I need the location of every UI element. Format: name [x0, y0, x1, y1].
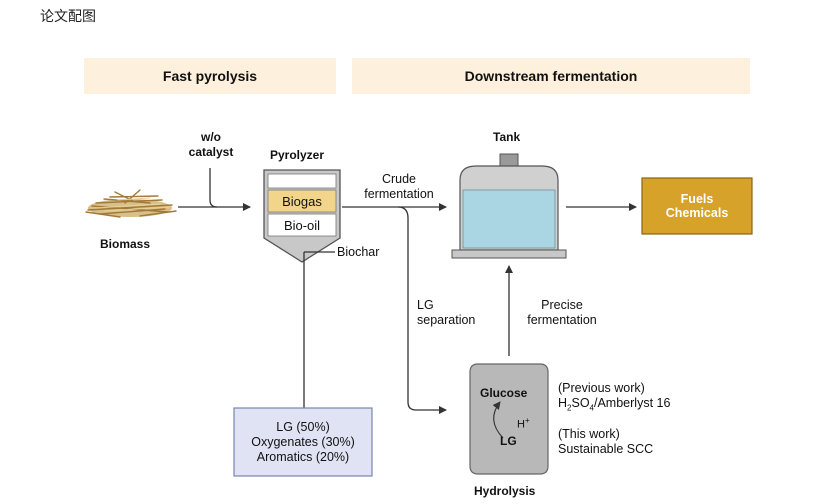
this-work-label: (This work): [558, 427, 620, 441]
composition-label: LG (50%) Oxygenates (30%) Aromatics (20%…: [251, 420, 355, 464]
previous-work-detail: H2SO4/Amberlyst 16: [558, 396, 671, 413]
biogas-layer: [267, 189, 337, 213]
section-downstream-fermentation: Downstream fermentation: [352, 58, 750, 94]
biooil-label: Bio-oil: [283, 217, 321, 233]
pyrolyzer-vessel: [263, 169, 341, 263]
lg-separation-arrow: [397, 206, 447, 414]
hplus-label: H+: [517, 416, 530, 431]
products-box: [641, 177, 753, 235]
biomass-label: Biomass: [100, 237, 151, 251]
lg-label: LG: [500, 434, 517, 448]
pyrolyzer-label: Pyrolyzer: [270, 148, 325, 162]
page-label: 论文配图: [40, 8, 96, 24]
composition-box: [233, 407, 373, 477]
lg-to-glucose-arrow: [492, 401, 504, 439]
biooil-layer: [267, 213, 337, 237]
catalyst-line: [209, 168, 218, 208]
glucose-label: Glucose: [480, 386, 528, 400]
previous-work-label: (Previous work): [558, 381, 645, 395]
hydrolysis-vessel: [469, 363, 549, 475]
biomass-pile-icon: [85, 189, 177, 218]
tank-label: Tank: [493, 130, 521, 144]
section-fast-pyrolysis: Fast pyrolysis: [84, 58, 336, 94]
tank-vessel: [451, 153, 567, 259]
biochar-label: Biochar: [337, 245, 380, 259]
biogas-label: Biogas: [282, 193, 322, 209]
this-work-detail: Sustainable SCC: [558, 442, 654, 456]
hydrolysis-label: Hydrolysis: [474, 484, 536, 498]
